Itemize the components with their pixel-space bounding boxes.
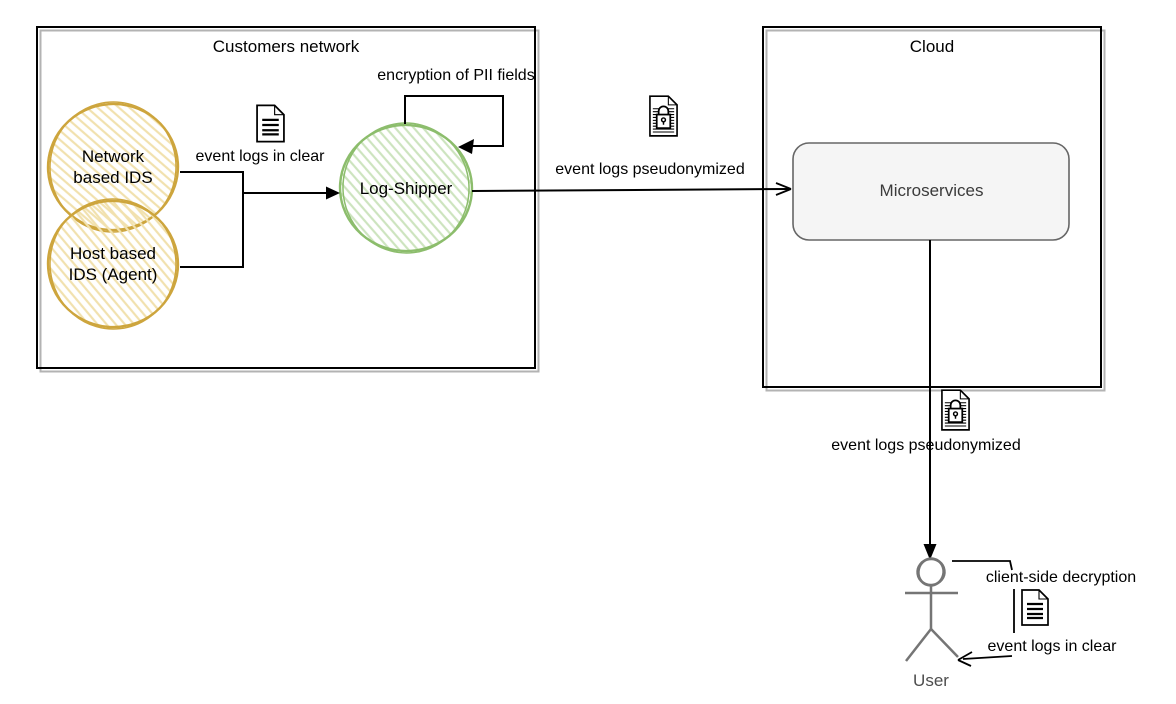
encryption-self-loop [404, 95, 504, 154]
microservices-label: Microservices [879, 181, 984, 200]
network-ids-node [46, 101, 180, 233]
encrypted-document-icon [649, 95, 678, 137]
log-shipper-label: Log-Shipper [359, 179, 453, 198]
log-shipper-node [338, 122, 474, 254]
client-side-decryption-label: client-side decryption [985, 569, 1137, 586]
document-icon [1020, 589, 1050, 627]
cloud-to-user-flow-label: event logs pseudonymized [831, 437, 1021, 454]
customers-network-box [36, 26, 540, 373]
host-ids-node [46, 198, 180, 330]
network-ids-label: Network based IDS [73, 147, 153, 187]
user-figure [905, 557, 959, 662]
host-ids-label: Host based IDS (Agent) [68, 244, 158, 284]
shipper-to-cloud-flow-label: event logs pseudonymized [555, 161, 745, 178]
customers-network-title: Customers network [212, 37, 360, 56]
document-icon [255, 104, 286, 143]
encryption-of-pii-label: encryption of PII fields [377, 67, 535, 84]
cloud-title: Cloud [909, 37, 955, 56]
user-event-logs-in-clear-label: event logs in clear [987, 638, 1117, 655]
cloud-box [762, 26, 1106, 392]
event-logs-in-clear-label: event logs in clear [195, 148, 325, 165]
clear-logs-to-user-arrow [957, 651, 1013, 667]
shipper-to-cloud-arrow [471, 182, 792, 196]
ids-merge-connector [180, 171, 340, 268]
encrypted-document-icon [941, 389, 970, 431]
cloud-to-user-arrow [923, 240, 937, 560]
client-side-decryption-bracket [952, 560, 1015, 633]
user-label: User [913, 671, 949, 690]
